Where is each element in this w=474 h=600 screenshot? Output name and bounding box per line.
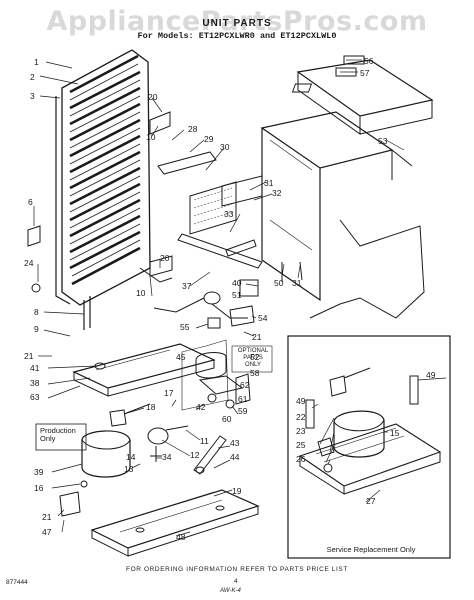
callout-20: 20 [148, 92, 158, 102]
callout-37: 37 [182, 281, 192, 291]
callout-32: 32 [272, 188, 282, 198]
callout-26: 26 [296, 454, 306, 464]
callout-10-lower: 10 [136, 288, 146, 298]
callout-29: 29 [204, 134, 214, 144]
callout-42: 42 [196, 402, 206, 412]
callout-25: 25 [296, 440, 306, 450]
callout-61: 61 [238, 394, 248, 404]
callout-2: 2 [30, 72, 35, 82]
callout-40: 40 [232, 278, 242, 288]
condenser-coil [55, 49, 173, 330]
drain-pan [72, 343, 216, 397]
optional-parts-line-1: OPTIONAL [237, 348, 269, 354]
optional-parts-label: OPTIONAL PARTS ONLY [236, 348, 270, 369]
callout-38: 38 [30, 378, 40, 388]
signature: AW-K-4 [220, 588, 241, 594]
callout-34: 34 [162, 452, 172, 462]
callout-10: 10 [146, 132, 156, 142]
unit-housing [260, 55, 434, 302]
page-number: 4 [234, 578, 238, 585]
callout-44: 44 [230, 452, 240, 462]
callout-54: 54 [258, 313, 268, 323]
figure-number: 877444 [6, 579, 28, 586]
ordering-footer: FOR ORDERING INFORMATION REFER TO PARTS … [126, 566, 348, 573]
leader-lines [33, 59, 447, 537]
callout-33: 33 [224, 209, 234, 219]
tubing-run [281, 219, 425, 319]
callout-31-lower: 31 [292, 278, 302, 288]
callout-22: 22 [296, 412, 306, 422]
callout-19: 19 [232, 486, 242, 496]
callout-17: 17 [164, 388, 174, 398]
page-title: UNIT PARTS [202, 18, 272, 29]
callout-13: 13 [124, 464, 134, 474]
callout-58: 58 [250, 368, 260, 378]
optional-parts-line-3: ONLY [245, 362, 261, 368]
service-replacement-box [287, 335, 451, 559]
callout-27: 27 [366, 496, 376, 506]
callout-49-b: 49 [296, 396, 306, 406]
callout-55: 55 [180, 322, 190, 332]
base-plate [90, 435, 260, 557]
callout-labels: 1 2 3 20 10 28 29 30 31 32 33 6 24 20 10… [24, 56, 436, 542]
callout-21: 21 [24, 351, 34, 361]
service-replacement-label: Service Replacement Only [326, 545, 416, 554]
production-only-line-2: Only [40, 434, 56, 443]
callout-57: 57 [360, 68, 370, 78]
callout-16: 16 [34, 483, 44, 493]
callout-1: 1 [34, 57, 39, 67]
callout-9: 9 [34, 324, 39, 334]
callout-45: 45 [176, 352, 186, 362]
callout-24: 24 [24, 258, 34, 268]
callout-21-c: 21 [42, 512, 52, 522]
callout-53: 53 [378, 136, 388, 146]
callout-60: 60 [222, 414, 232, 424]
optional-parts-group [181, 339, 273, 411]
condenser-fan-bracket [27, 111, 173, 293]
callout-48: 48 [176, 532, 186, 542]
production-compressor [35, 403, 189, 517]
callout-63: 63 [30, 392, 40, 402]
wiring-harness [153, 279, 259, 329]
callout-3: 3 [30, 91, 35, 101]
callout-43: 43 [230, 438, 240, 448]
callout-50: 50 [274, 278, 284, 288]
production-only-line-1: Production [40, 426, 76, 435]
callout-56: 56 [364, 56, 374, 66]
optional-parts-line-2: PARTS [243, 355, 263, 361]
callout-21-b: 21 [252, 332, 262, 342]
models-subtitle: For Models: ET12PCXLWR0 and ET12PCXLWL0 [137, 31, 337, 41]
callout-18: 18 [146, 402, 156, 412]
callout-49: 49 [426, 370, 436, 380]
callout-31: 31 [264, 178, 274, 188]
production-only-label: Production Only [40, 427, 76, 443]
callout-11: 11 [200, 436, 209, 446]
callout-30: 30 [220, 142, 230, 152]
callout-14: 14 [126, 452, 136, 462]
callout-59: 59 [238, 406, 248, 416]
callout-47: 47 [42, 527, 52, 537]
callout-23: 23 [296, 426, 306, 436]
callout-51: 51 [232, 290, 242, 300]
callout-39: 39 [34, 467, 44, 477]
callout-41: 41 [30, 363, 40, 373]
callout-15: 15 [390, 428, 400, 438]
callout-52: 52 [250, 352, 260, 362]
callout-12: 12 [190, 450, 200, 460]
heater-panel [157, 151, 263, 269]
callout-20-lower: 20 [160, 253, 170, 263]
callout-6: 6 [28, 197, 33, 207]
callout-62: 62 [240, 380, 250, 390]
callout-28: 28 [188, 124, 198, 134]
callout-8: 8 [34, 307, 39, 317]
